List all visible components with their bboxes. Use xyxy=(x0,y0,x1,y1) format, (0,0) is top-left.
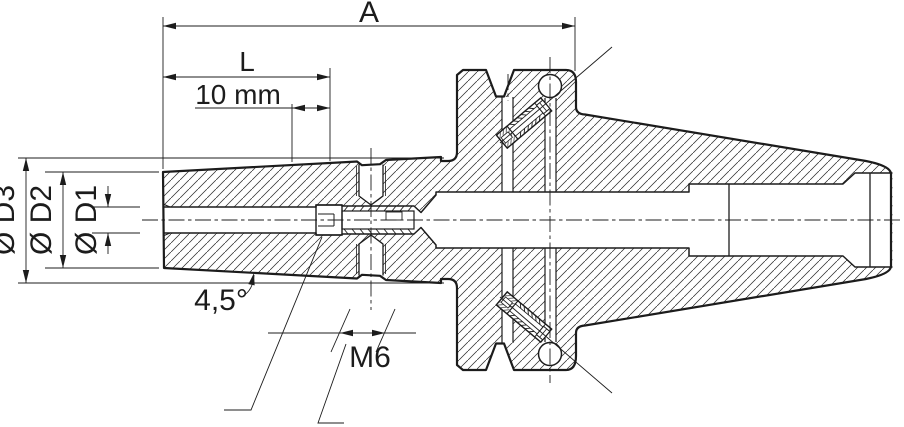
balance-screw-axis-lines xyxy=(499,46,613,394)
callout-leaders xyxy=(224,236,347,424)
label-taper-angle: 4,5° xyxy=(194,284,248,317)
label-thread-size-m6: M6 xyxy=(349,341,391,374)
label-diameter-d1: Ø D1 xyxy=(70,185,103,255)
dimension-arrows xyxy=(22,22,575,337)
label-overall-length-A: A xyxy=(359,0,379,29)
label-clamping-length-L: L xyxy=(239,46,255,77)
label-diameter-d2: Ø D2 xyxy=(25,185,58,255)
dimension-lines xyxy=(18,17,576,353)
label-insertion-depth: 10 mm xyxy=(195,79,281,110)
dimension-labels: A L 10 mm Ø D3 Ø D2 Ø D1 4,5° M6 xyxy=(0,0,391,374)
label-diameter-d3: Ø D3 xyxy=(0,185,21,255)
body-section xyxy=(163,70,893,370)
